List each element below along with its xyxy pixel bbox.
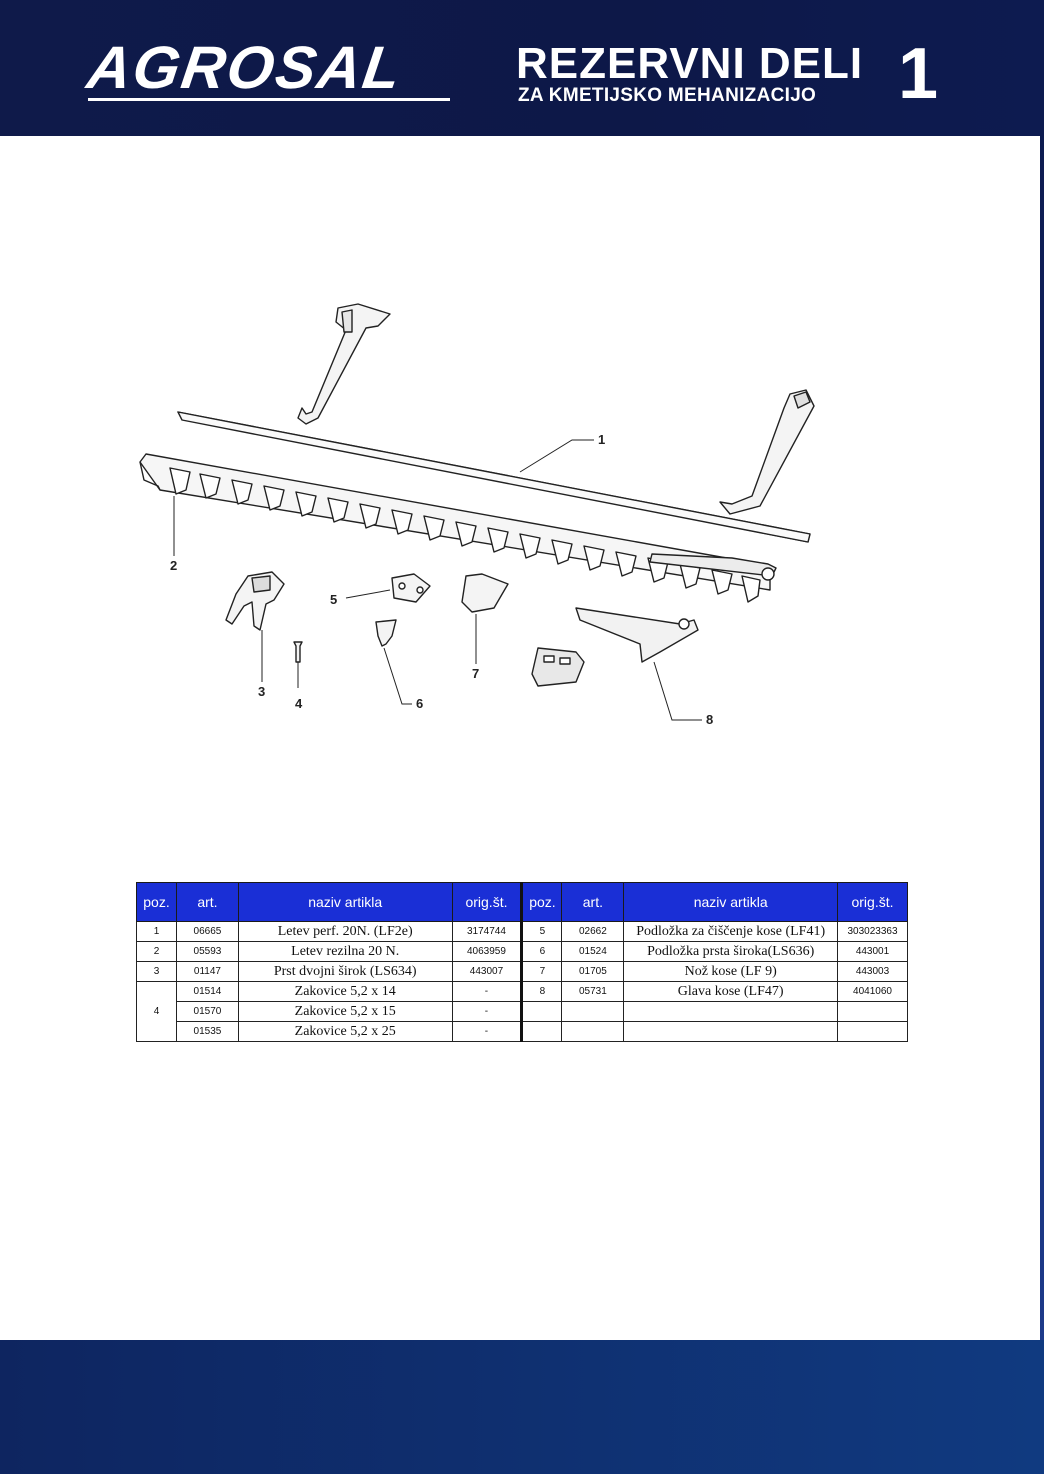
header-name: naziv artikla [237,882,453,922]
cell-art: 01514 [175,981,239,1002]
parts-diagram: 1 2 3 4 5 6 7 8 [139,303,815,727]
cell-orig: 443001 [837,941,908,962]
page-number: 1 [898,34,939,114]
header-name: naziv artikla [623,882,838,922]
cell-poz: 4 [136,981,177,1042]
table-row: 1 06665 Letev perf. 20N. (LF2e) 3174744 … [136,921,908,942]
cell-poz: 5 [520,921,563,942]
cell-poz: 3 [136,961,177,982]
callout-4: 4 [295,696,303,711]
header-poz: poz. [136,882,177,922]
table-row: 01570 Zakovice 5,2 x 15 - [137,1001,908,1022]
cell-orig: 4041060 [837,981,908,1002]
cell-empty [837,1021,908,1042]
cell-art: 05731 [561,981,625,1002]
cell-empty [561,1021,625,1042]
cell-orig: - [451,1021,523,1042]
cell-empty [837,1001,908,1022]
callout-3: 3 [258,684,265,699]
cell-orig: - [451,1001,523,1022]
cell-orig: 4063959 [451,941,523,962]
agrosal-logo: AGROSAL [83,34,407,101]
cell-art: 06665 [175,921,239,942]
cell-poz: 2 [136,941,177,962]
edge-strip [1040,136,1044,1340]
callout-2: 2 [170,558,177,573]
cell-name: Letev perf. 20N. (LF2e) [237,921,453,942]
page-title: REZERVNI DELI [516,39,864,88]
cell-name: Letev rezilna 20 N. [237,941,453,962]
cell-art: 02662 [561,921,625,942]
cell-empty [623,1021,838,1042]
cell-poz: 8 [520,981,563,1002]
cell-empty [520,1021,563,1042]
header-art: art. [175,882,239,922]
callout-1: 1 [598,432,605,447]
cell-orig: - [451,981,523,1002]
header-art: art. [561,882,625,922]
callout-5: 5 [330,592,337,607]
table-row: 4 01514 Zakovice 5,2 x 14 - 8 05731 Glav… [136,981,908,1042]
cell-art: 01524 [561,941,625,962]
cell-poz: 1 [136,921,177,942]
cell-name: Prst dvojni širok (LS634) [237,961,453,982]
cell-poz: 6 [520,941,563,962]
header-orig: orig.št. [837,882,908,922]
cell-name: Nož kose (LF 9) [623,961,838,982]
header-orig: orig.št. [451,882,523,922]
header-poz: poz. [520,882,563,922]
cell-art: 01570 [175,1001,239,1022]
table-row: 01535 Zakovice 5,2 x 25 - [137,1021,908,1042]
cell-empty [623,1001,838,1022]
table-header-row: poz. art. naziv artikla orig.št. poz. ar… [136,882,908,922]
logo-underline [88,98,450,101]
parts-table: poz. art. naziv artikla orig.št. poz. ar… [136,882,908,1042]
callout-6: 6 [416,696,423,711]
cell-orig: 443003 [837,961,908,982]
cell-art: 01535 [175,1021,239,1042]
cell-name: Zakovice 5,2 x 14 [237,981,453,1002]
cell-art: 01705 [561,961,625,982]
cell-poz: 7 [520,961,563,982]
callout-8: 8 [706,712,713,727]
cell-name: Podložka za čiščenje kose (LF41) [623,921,838,942]
table-row: 2 05593 Letev rezilna 20 N. 4063959 6 01… [136,941,908,962]
cell-art: 05593 [175,941,239,962]
cell-name: Glava kose (LF47) [623,981,838,1002]
cell-name: Podložka prsta široka(LS636) [623,941,838,962]
page-footer [0,1340,1044,1474]
callout-7: 7 [472,666,479,681]
page-header: AGROSAL REZERVNI DELI ZA KMETIJSKO MEHAN… [0,0,1044,136]
cell-orig: 3174744 [451,921,523,942]
cell-name: Zakovice 5,2 x 15 [237,1001,453,1022]
cell-empty [520,1001,563,1022]
page-subtitle: ZA KMETIJSKO MEHANIZACIJO [518,85,817,106]
cell-empty [561,1001,625,1022]
cell-name: Zakovice 5,2 x 25 [237,1021,453,1042]
cell-orig: 303023363 [837,921,908,942]
table-row: 3 01147 Prst dvojni širok (LS634) 443007… [136,961,908,982]
cell-orig: 443007 [451,961,523,982]
cell-art: 01147 [175,961,239,982]
